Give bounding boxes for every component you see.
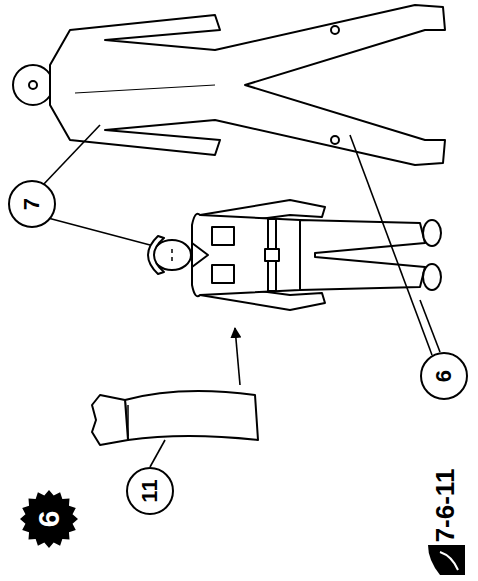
man-figure <box>148 200 441 310</box>
figure-number: 7-6-11 <box>430 468 461 542</box>
starburst-fill <box>20 490 78 548</box>
step-number: 6 <box>32 511 66 528</box>
callout-number: 7 <box>19 198 45 210</box>
page-icon <box>428 545 465 575</box>
suit-outline <box>13 5 445 165</box>
sleeve-item <box>92 391 258 445</box>
callout-number: 11 <box>137 479 163 502</box>
callout-number: 7 <box>8 180 56 228</box>
callout-number: 11 <box>126 467 174 515</box>
callout-number: 6 <box>431 370 457 382</box>
callout-number: 6 <box>420 352 468 400</box>
step-badge: 6 <box>20 490 78 548</box>
leader-lines <box>42 125 440 467</box>
